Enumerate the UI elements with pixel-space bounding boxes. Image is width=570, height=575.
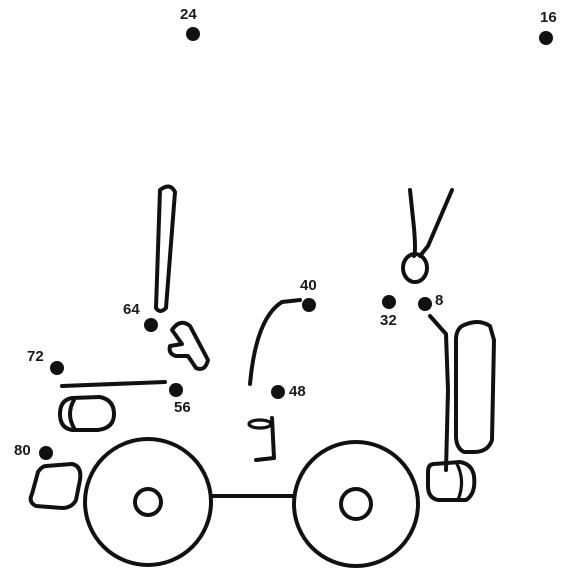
door-handle: [247, 418, 273, 430]
front-wheel-hub: [133, 487, 163, 517]
seat-knob: [401, 252, 429, 284]
dot-label-32: 32: [380, 312, 397, 329]
dot-16[interactable]: [539, 31, 553, 45]
dot-label-8: 8: [435, 292, 444, 309]
hood-line: [60, 380, 167, 388]
rear-hitch: [426, 460, 477, 502]
headlight: [58, 395, 116, 432]
seat-spring-left: [408, 188, 417, 258]
dot-56[interactable]: [169, 383, 183, 397]
front-bumper: [28, 462, 83, 510]
exhaust-pipe: [154, 184, 177, 313]
dot-32[interactable]: [382, 295, 396, 309]
dot-label-40: 40: [300, 277, 317, 294]
headlight-lens: [68, 398, 76, 430]
dot-48[interactable]: [271, 385, 285, 399]
dot-80[interactable]: [39, 446, 53, 460]
dot-40[interactable]: [302, 298, 316, 312]
dot-label-64: 64: [123, 301, 140, 318]
dot-label-24: 24: [180, 6, 197, 23]
cab-window-edge: [248, 298, 302, 386]
dot-label-80: 80: [14, 442, 31, 459]
front-wheel: [83, 437, 213, 567]
dot-label-48: 48: [289, 383, 306, 400]
rear-fender: [454, 320, 496, 454]
steering-handle: [167, 320, 210, 371]
door-step: [254, 416, 276, 462]
dot-72[interactable]: [50, 361, 64, 375]
dot-label-56: 56: [174, 399, 191, 416]
dot-64[interactable]: [144, 318, 158, 332]
rear-wheel: [292, 440, 420, 568]
hitch-ring: [454, 460, 464, 502]
dot-24[interactable]: [186, 27, 200, 41]
rear-wheel-hub: [339, 487, 373, 521]
dot-label-16: 16: [540, 9, 557, 26]
dot-8[interactable]: [418, 297, 432, 311]
seat-spring-right: [418, 188, 454, 258]
dot-label-72: 72: [27, 348, 44, 365]
rear-arm: [428, 314, 450, 472]
